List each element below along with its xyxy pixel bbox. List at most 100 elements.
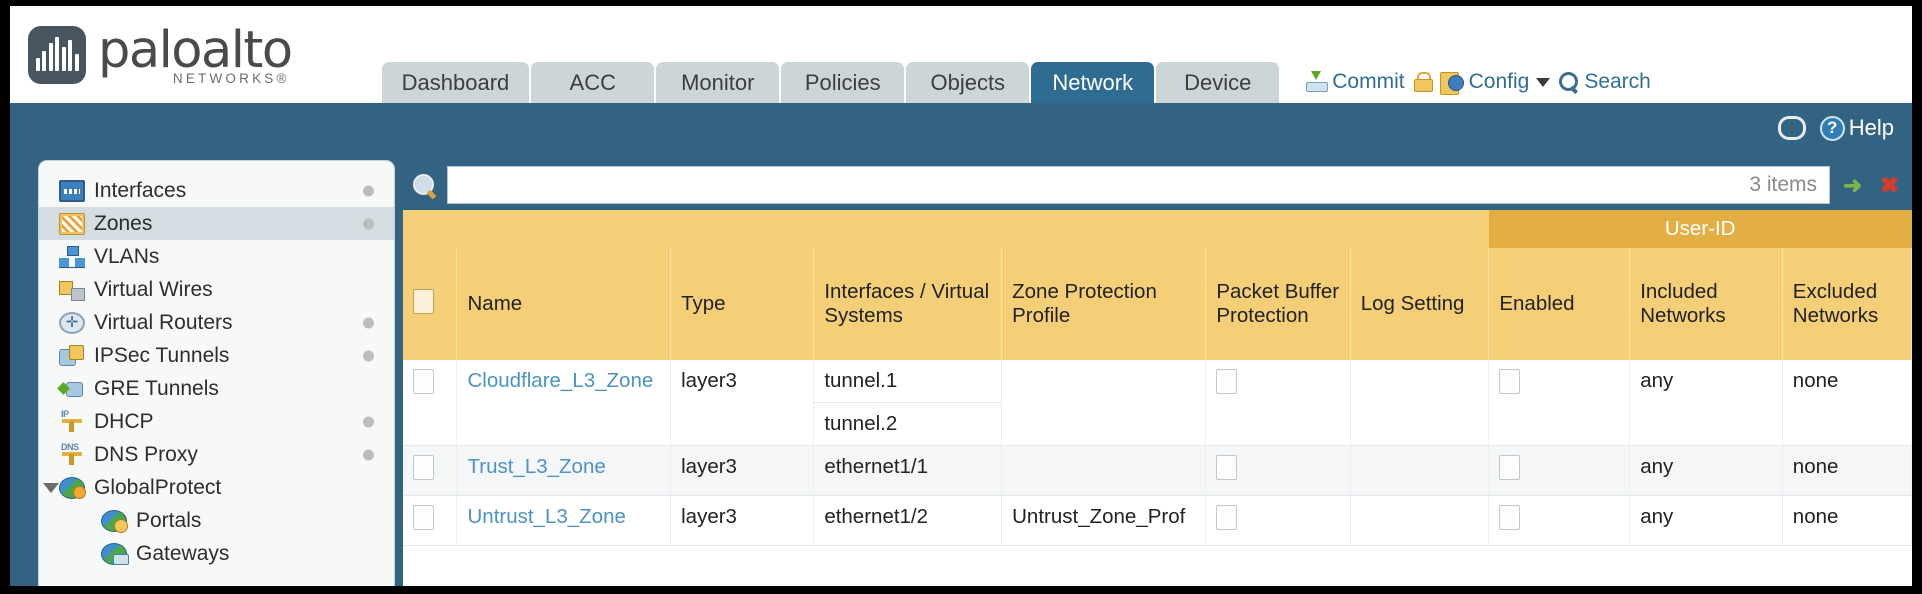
row-checkbox-cell <box>403 445 458 496</box>
apply-filter-button[interactable]: ➜ <box>1842 171 1863 198</box>
column-header-type[interactable]: Type <box>670 248 815 360</box>
userid-enabled-cell <box>1488 495 1631 546</box>
sidebar-item-zones[interactable]: Zones <box>39 207 394 240</box>
sidebar-item-gateways[interactable]: Gateways <box>39 537 394 570</box>
included-networks-cell: any <box>1629 495 1783 546</box>
column-header-name[interactable]: Name <box>456 248 672 360</box>
select-all-checkbox[interactable] <box>413 288 434 314</box>
sidebar-item-portals[interactable]: Portals <box>39 504 394 537</box>
sidebar-item-interfaces[interactable]: Interfaces <box>39 174 394 207</box>
tab-dashboard[interactable]: Dashboard <box>381 62 530 103</box>
userid-enabled-checkbox[interactable] <box>1499 455 1521 480</box>
virtual-routers-icon <box>59 311 85 334</box>
userid-enabled-checkbox[interactable] <box>1499 369 1521 394</box>
commit-button[interactable]: Commit <box>1305 70 1405 94</box>
row-checkbox[interactable] <box>413 505 434 530</box>
sidebar-item-virtual-wires[interactable]: Virtual Wires <box>39 273 394 306</box>
sidebar-item-label: GRE Tunnels <box>94 376 219 400</box>
search-button[interactable]: Search <box>1559 70 1651 94</box>
zone-protection-profile-cell <box>1001 360 1207 446</box>
tab-policies[interactable]: Policies <box>781 62 905 103</box>
column-header-zone-protection-profile[interactable]: Zone Protection Profile <box>1001 248 1207 360</box>
row-checkbox-cell <box>403 360 458 446</box>
sidebar-item-virtual-routers[interactable]: Virtual Routers <box>39 306 394 339</box>
clear-filter-button[interactable]: ✖ <box>1879 171 1900 198</box>
zone-type-cell: layer3 <box>670 445 815 496</box>
column-header-included-networks[interactable]: Included Networks <box>1629 248 1783 360</box>
refresh-icon[interactable] <box>1777 116 1806 140</box>
sidebar-item-gre-tunnels[interactable]: GRE Tunnels <box>39 372 394 405</box>
zone-name-link[interactable]: Trust_L3_Zone <box>467 455 606 478</box>
zone-type-cell: layer3 <box>670 360 815 446</box>
tab-monitor[interactable]: Monitor <box>656 62 780 103</box>
interfaces-icon <box>59 179 85 202</box>
sub-header-band: ? Help <box>10 103 1912 160</box>
column-header-interfaces-virtual-systems[interactable]: Interfaces / Virtual Systems <box>813 248 1003 360</box>
virtual-wires-icon <box>59 279 85 301</box>
interfaces-cell: tunnel.1 tunnel.2 <box>813 360 1003 446</box>
included-networks-cell: any <box>1629 445 1783 496</box>
tab-acc[interactable]: ACC <box>531 62 655 103</box>
items-count: 3 items <box>1749 173 1817 196</box>
commit-label: Commit <box>1332 70 1405 93</box>
zone-name-cell: Cloudflare_L3_Zone <box>456 360 672 446</box>
vlans-icon <box>59 245 85 268</box>
sidebar-item-globalprotect[interactable]: GlobalProtect <box>39 471 394 504</box>
row-checkbox-cell <box>403 495 458 546</box>
sidebar-status-dot <box>363 218 374 229</box>
sidebar-item-vlans[interactable]: VLANs <box>39 240 394 273</box>
packet-buffer-protection-checkbox[interactable] <box>1216 369 1238 394</box>
ipsec-tunnels-icon <box>59 344 85 367</box>
userid-enabled-cell <box>1488 360 1631 446</box>
search-row: 3 items ➜ ✖ <box>403 160 1912 210</box>
sidebar-status-dot <box>363 449 374 460</box>
sidebar-item-label: DNS Proxy <box>94 442 198 466</box>
expand-triangle-icon[interactable] <box>43 482 59 493</box>
column-header-enabled[interactable]: Enabled <box>1488 248 1631 360</box>
tab-device[interactable]: Device <box>1156 62 1280 103</box>
interface-entry: tunnel.2 <box>824 412 898 435</box>
tab-network[interactable]: Network <box>1031 62 1155 103</box>
utility-bar: Commit Config Search <box>1305 70 1651 103</box>
interface-entry: tunnel.1 <box>814 360 1002 403</box>
zone-name-link[interactable]: Untrust_L3_Zone <box>467 505 626 528</box>
user-id-group-header: User-ID <box>1488 210 1912 248</box>
sidebar-item-ipsec-tunnels[interactable]: IPSec Tunnels <box>39 339 394 372</box>
lock-icon[interactable] <box>1413 72 1433 92</box>
packet-buffer-protection-checkbox[interactable] <box>1216 455 1238 480</box>
column-header-log-setting[interactable]: Log Setting <box>1350 248 1490 360</box>
help-icon: ? <box>1819 115 1845 141</box>
zone-protection-profile-cell <box>1001 445 1207 496</box>
sidebar-item-label: Virtual Routers <box>94 310 233 334</box>
row-checkbox[interactable] <box>413 369 434 394</box>
search-input[interactable]: 3 items <box>447 166 1830 204</box>
row-checkbox[interactable] <box>413 455 434 480</box>
packet-buffer-protection-checkbox[interactable] <box>1216 505 1238 530</box>
icon-tag-label: IP <box>61 408 69 419</box>
userid-enabled-checkbox[interactable] <box>1499 505 1521 530</box>
sidebar-item-label: GlobalProtect <box>94 475 222 499</box>
help-button[interactable]: ? Help <box>1819 115 1894 141</box>
sidebar-item-label: Portals <box>136 508 202 532</box>
dhcp-icon: IP <box>59 408 85 433</box>
config-menu[interactable]: Config <box>1439 70 1551 95</box>
zone-protection-profile-cell: Untrust_Zone_Prof <box>1001 495 1207 546</box>
column-header-excluded-networks[interactable]: Excluded Networks <box>1782 248 1912 360</box>
zone-name-link[interactable]: Cloudflare_L3_Zone <box>467 369 654 392</box>
column-header-packet-buffer-protection[interactable]: Packet Buffer Protection <box>1205 248 1351 360</box>
help-row: ? Help <box>1777 115 1894 141</box>
gateways-icon <box>101 542 129 565</box>
log-setting-cell <box>1350 495 1490 546</box>
zones-icon <box>59 212 85 235</box>
tab-objects[interactable]: Objects <box>906 62 1030 103</box>
sidebar-item-label: Zones <box>94 211 153 235</box>
